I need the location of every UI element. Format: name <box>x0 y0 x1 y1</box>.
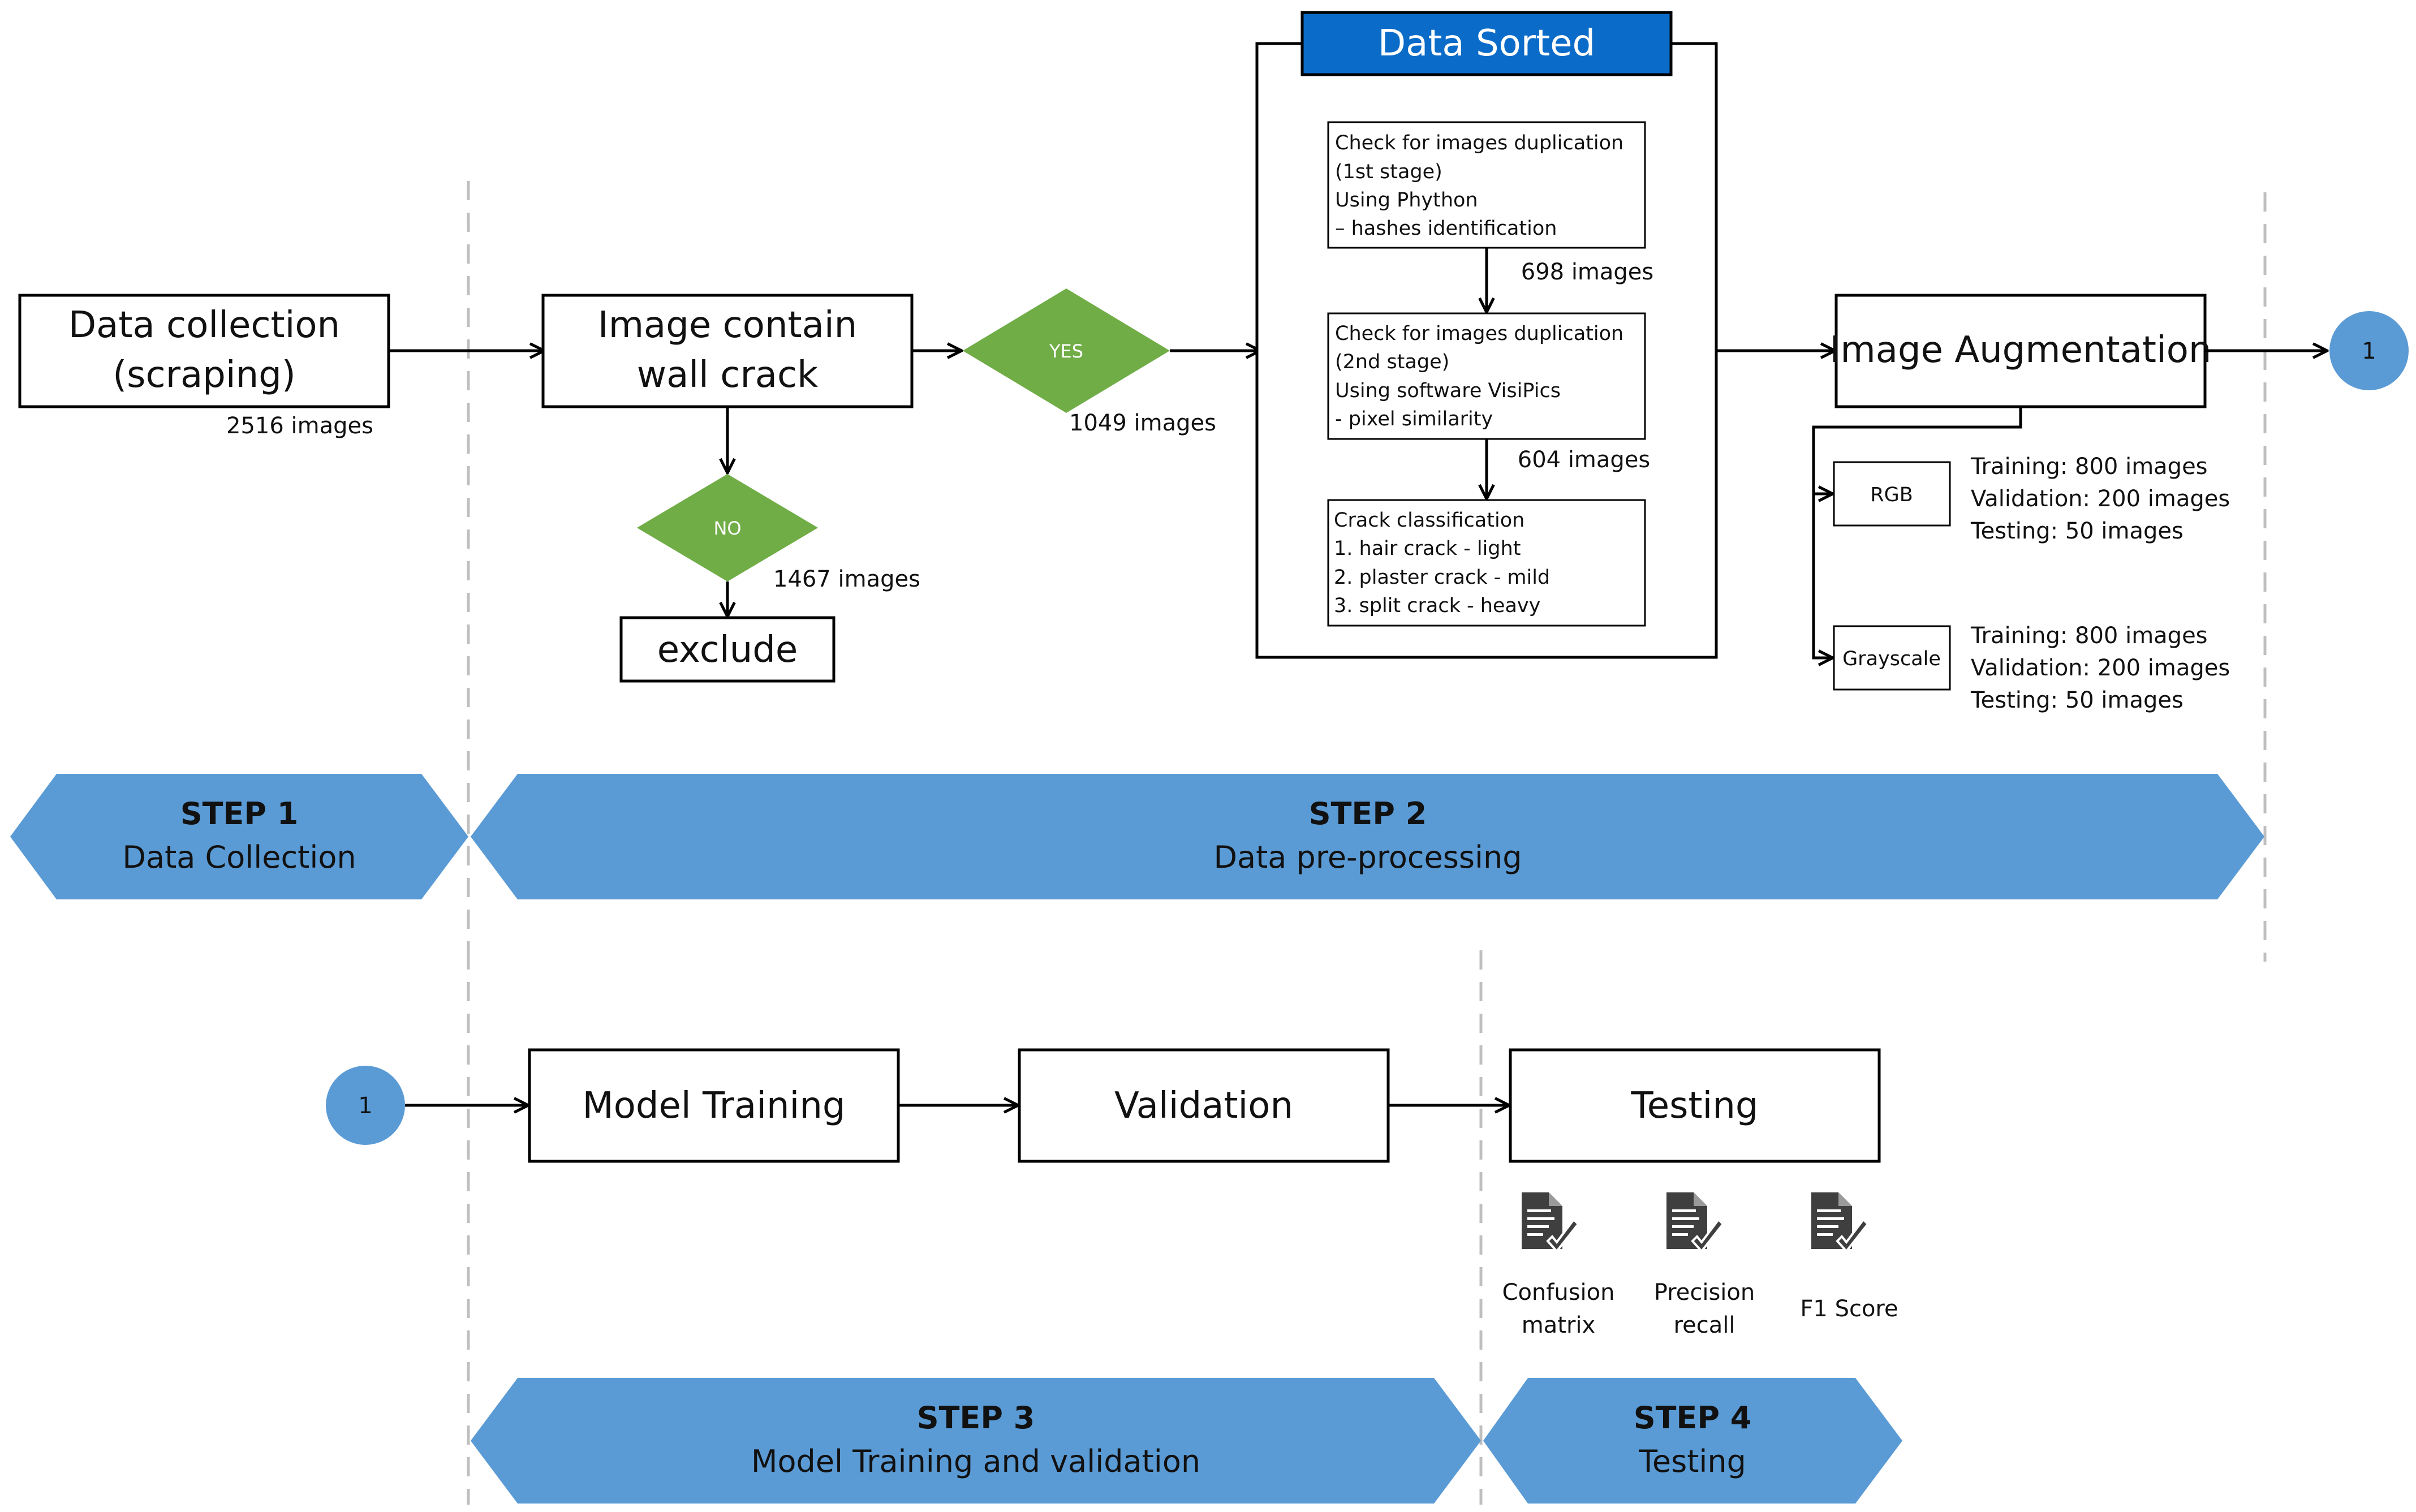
grayscale-box: Grayscale <box>1833 625 1951 691</box>
confusion-line1: Confusion <box>1502 1280 1615 1306</box>
model-training-label: Model Training <box>582 1085 845 1127</box>
confusion-line2: matrix <box>1522 1312 1595 1338</box>
model-training-box: Model Training <box>528 1048 900 1163</box>
report-check-icon <box>1521 1191 1579 1252</box>
stage1-line2: (1st stage) <box>1335 161 1442 183</box>
data-sorted-header: Data Sorted <box>1378 23 1595 64</box>
rgb-training-count: Training: 800 images <box>1970 454 2208 480</box>
stage2-line1: Check for images duplication <box>1335 322 1623 345</box>
rgb-label: RGB <box>1870 484 1913 506</box>
metric-precision-recall: Precision recall <box>1654 1191 1755 1338</box>
grayscale-label: Grayscale <box>1842 648 1941 670</box>
wall-crack-check-box: Image contain wall crack <box>541 294 914 408</box>
exclude-box: exclude <box>619 616 836 683</box>
step1-banner: STEP 1 Data Collection <box>10 774 468 899</box>
grayscale-validation-count: Validation: 200 images <box>1971 655 2230 681</box>
stage1-line3: Using Phython <box>1335 189 1478 212</box>
stage2-line2: (2nd stage) <box>1335 351 1449 373</box>
rgb-box: RGB <box>1833 461 1951 527</box>
metric-f1-score: F1 Score <box>1800 1191 1898 1322</box>
no-count-label: 1467 images <box>773 566 920 592</box>
step4-banner-title: STEP 4 <box>1634 1400 1752 1436</box>
yes-decision-diamond: YES <box>963 288 1170 413</box>
validation-box: Validation <box>1018 1048 1390 1163</box>
image-augmentation-label: Image Augmentation <box>1830 329 2212 371</box>
stage2-count-label: 604 images <box>1518 447 1651 473</box>
step3-banner-title: STEP 3 <box>917 1400 1035 1436</box>
precision-line2: recall <box>1674 1312 1735 1338</box>
connector-out-circle: 1 <box>2329 311 2409 390</box>
classification-line4: 3. split crack - heavy <box>1334 595 1540 617</box>
no-decision-diamond: NO <box>637 474 818 581</box>
stage1-line4: – hashes identification <box>1335 217 1557 240</box>
step1-banner-subtitle: Data Collection <box>122 839 356 875</box>
step2-banner-subtitle: Data pre-processing <box>1213 839 1522 875</box>
grayscale-training-count: Training: 800 images <box>1970 623 2208 649</box>
rgb-validation-count: Validation: 200 images <box>1971 486 2230 512</box>
collected-count-label: 2516 images <box>226 413 373 439</box>
no-label: NO <box>713 518 741 539</box>
connector-out-label: 1 <box>2362 338 2376 364</box>
classification-line3: 2. plaster crack - mild <box>1334 566 1550 589</box>
stage1-line1: Check for images duplication <box>1335 132 1623 154</box>
stage1-count-label: 698 images <box>1521 259 1654 285</box>
data-collection-line2: (scraping) <box>113 354 296 396</box>
exclude-label: exclude <box>657 629 798 671</box>
connector-in-label: 1 <box>358 1093 372 1119</box>
duplication-stage2-box: Check for images duplication (2nd stage)… <box>1327 312 1646 440</box>
data-collection-box: Data collection (scraping) <box>18 294 390 408</box>
image-augmentation-box: Image Augmentation <box>1830 294 2212 408</box>
yes-label: YES <box>1049 341 1083 362</box>
stage2-line4: - pixel similarity <box>1335 408 1493 430</box>
yes-count-label: 1049 images <box>1069 410 1216 436</box>
step4-banner-subtitle: Testing <box>1638 1444 1746 1479</box>
crack-classification-box: Crack classification 1. hair crack - lig… <box>1327 499 1646 627</box>
step2-banner-title: STEP 2 <box>1309 796 1427 832</box>
grayscale-testing-count: Testing: 50 images <box>1970 687 2184 713</box>
augmentation-branch-line <box>1812 407 2022 658</box>
f1-score-label: F1 Score <box>1800 1296 1898 1322</box>
testing-label: Testing <box>1631 1085 1759 1127</box>
metric-confusion-matrix: Confusion matrix <box>1502 1191 1615 1338</box>
step2-banner: STEP 2 Data pre-processing <box>471 774 2264 899</box>
validation-label: Validation <box>1114 1085 1293 1127</box>
step4-banner: STEP 4 Testing <box>1483 1378 1902 1504</box>
data-sorted-panel: Data Sorted Check for images duplication… <box>1255 11 1718 659</box>
step-separators <box>467 181 2267 1505</box>
duplication-stage1-box: Check for images duplication (1st stage)… <box>1327 121 1646 249</box>
classification-line2: 1. hair crack - light <box>1334 537 1521 560</box>
step3-banner-subtitle: Model Training and validation <box>751 1444 1200 1479</box>
data-collection-line1: Data collection <box>68 304 340 346</box>
rgb-testing-count: Testing: 50 images <box>1970 518 2184 544</box>
wall-crack-check-line1: Image contain <box>598 304 857 346</box>
step1-banner-title: STEP 1 <box>180 796 299 832</box>
precision-line1: Precision <box>1654 1280 1755 1306</box>
report-check-icon <box>1810 1191 1869 1252</box>
classification-line1: Crack classification <box>1334 509 1524 532</box>
connector-in-circle: 1 <box>326 1066 405 1145</box>
testing-box: Testing <box>1509 1048 1881 1163</box>
wall-crack-check-line2: wall crack <box>637 354 818 396</box>
report-check-icon <box>1665 1191 1724 1252</box>
stage2-line3: Using software VisiPics <box>1335 380 1561 402</box>
step3-banner: STEP 3 Model Training and validation <box>471 1378 1481 1504</box>
